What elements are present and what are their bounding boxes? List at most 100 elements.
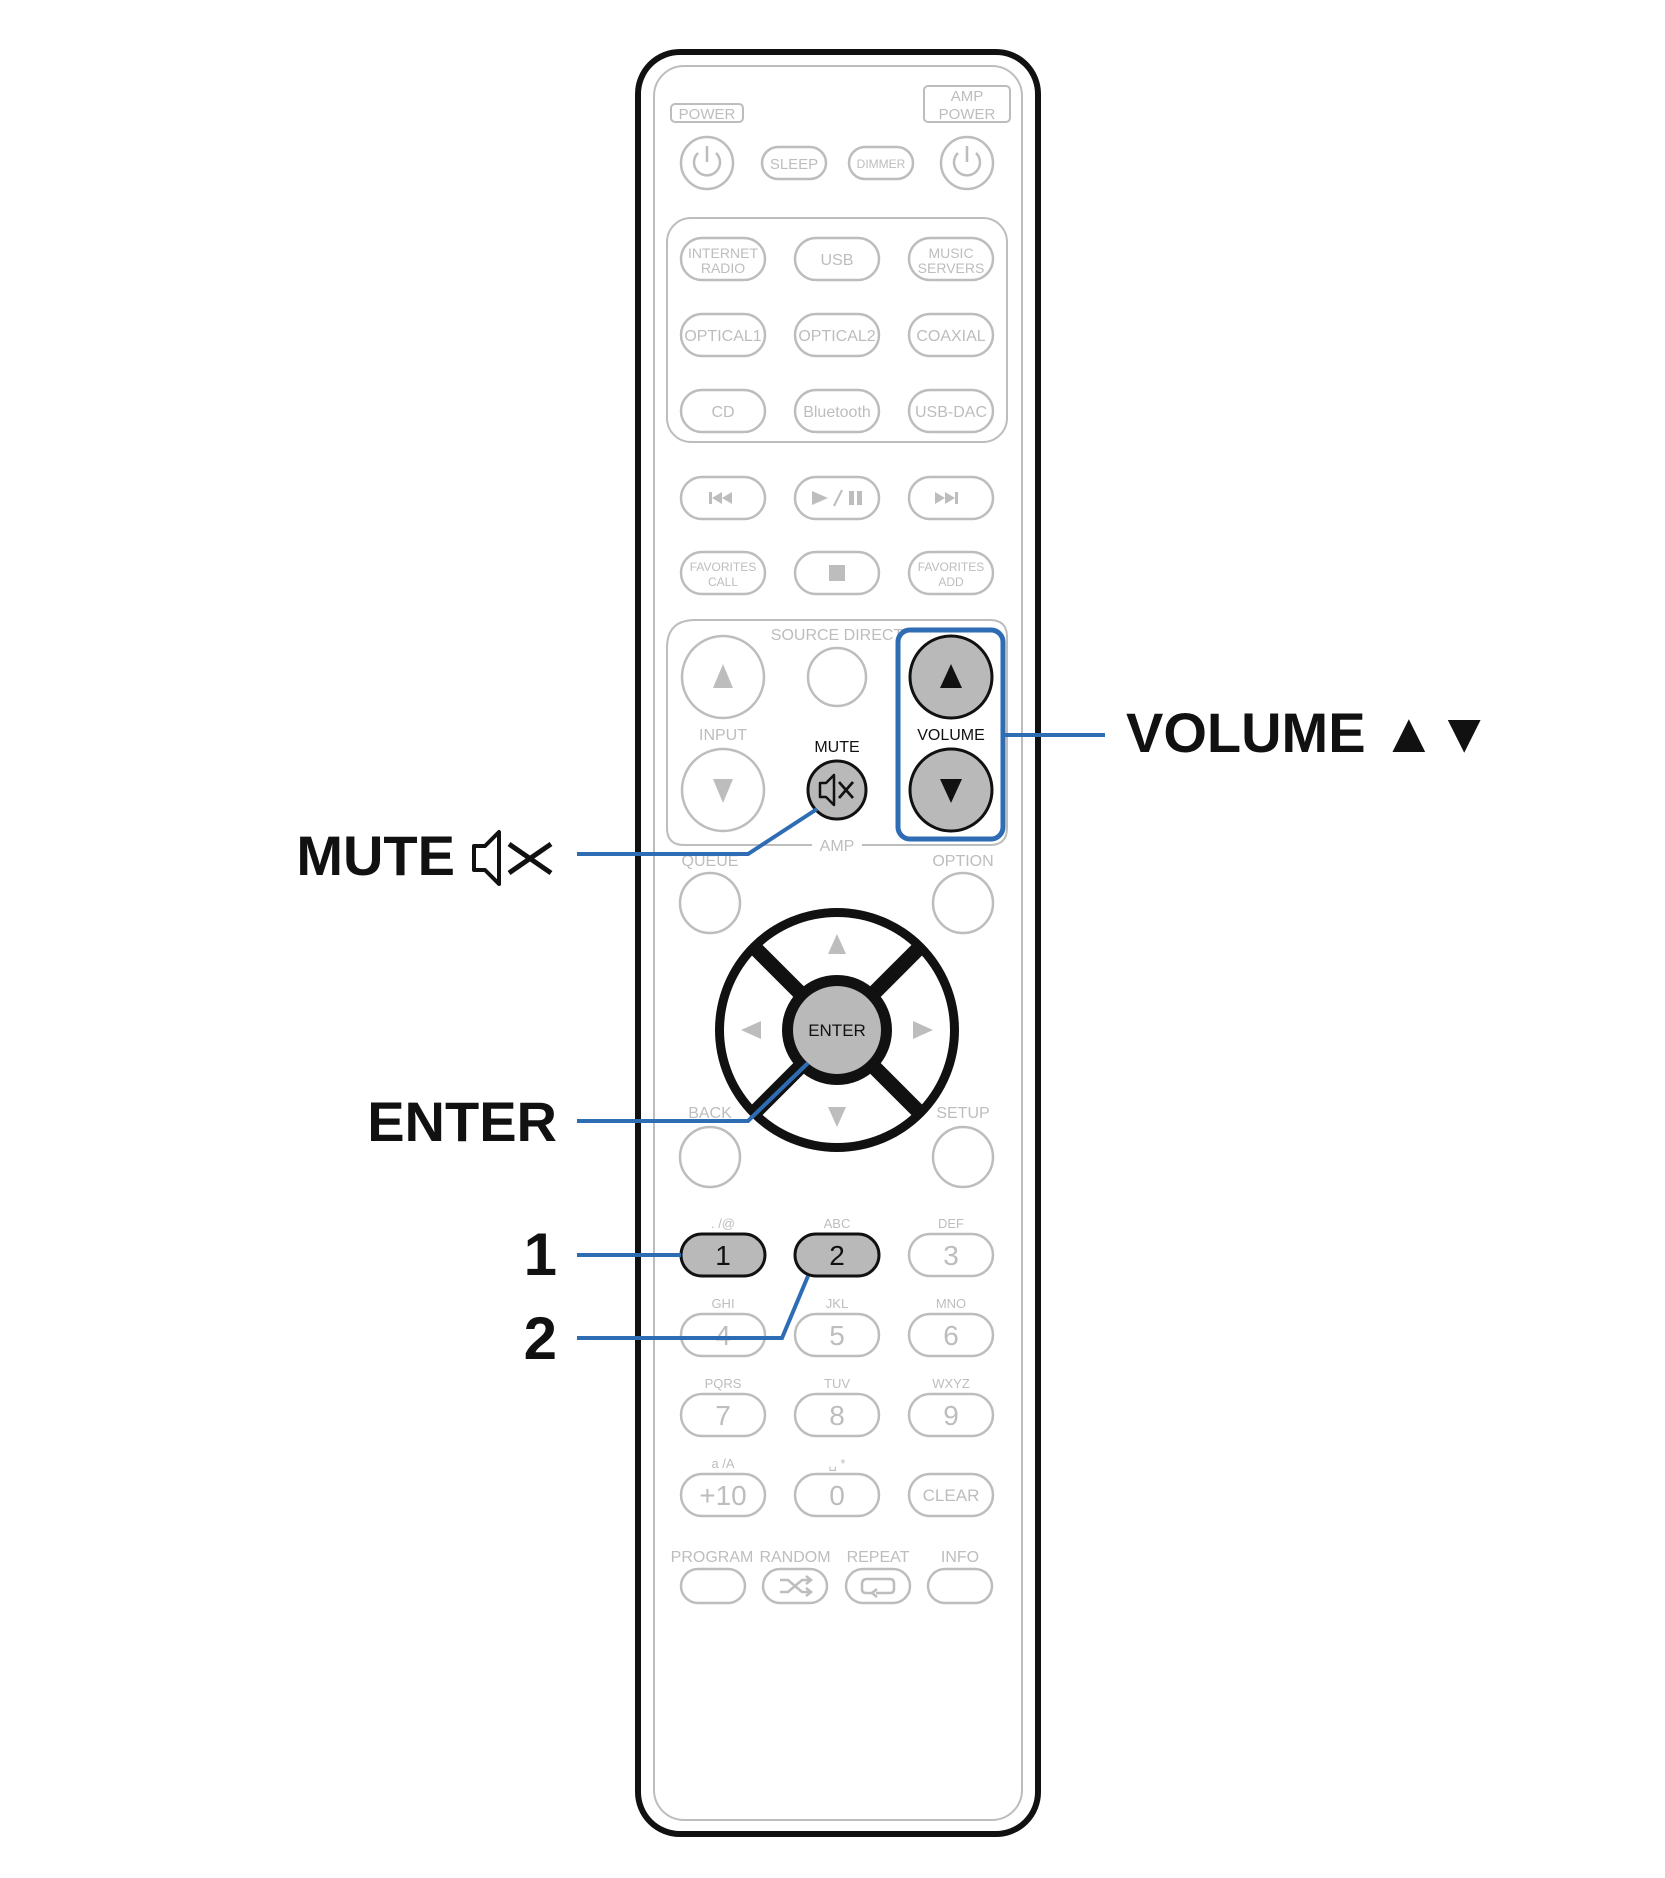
source-button-usb-dac[interactable]: USB-DAC (907, 388, 995, 434)
favorites-add-button[interactable]: FAVORITES ADD (907, 550, 995, 596)
cursor-up-icon[interactable] (828, 934, 846, 954)
key-label: 5 (829, 1320, 845, 1351)
volume-label: VOLUME (917, 727, 985, 744)
source-button-coaxial[interactable]: COAXIAL (907, 312, 995, 358)
play-pause-button[interactable] (793, 475, 881, 521)
power-label: POWER (679, 106, 736, 123)
mute-callout-icon (472, 830, 553, 886)
key-2-button[interactable]: 2 (793, 1232, 881, 1278)
option-button[interactable] (931, 871, 995, 935)
volume-callout: VOLUME ▲▼ (1126, 701, 1492, 764)
dimmer-button[interactable]: DIMMER (847, 145, 915, 181)
amp-power-button[interactable] (939, 135, 995, 191)
cursor-left-icon[interactable] (741, 1021, 761, 1039)
source-button-usb[interactable]: USB (793, 236, 881, 282)
back-label: BACK (688, 1105, 732, 1122)
power-button[interactable] (679, 135, 735, 191)
enter-callout: ENTER (367, 1090, 557, 1153)
enter-label: ENTER (808, 1021, 866, 1040)
source-label: USB (821, 252, 854, 269)
key-5-button[interactable]: 5 (793, 1312, 881, 1358)
setup-button[interactable] (931, 1125, 995, 1189)
key-sub-label: a /A (711, 1456, 734, 1471)
back-button[interactable] (678, 1125, 742, 1189)
favorites-add-line2: ADD (938, 575, 964, 589)
key-label: +10 (699, 1480, 747, 1511)
triangle-down-icon (713, 779, 733, 803)
source-button-cd[interactable]: CD (679, 388, 767, 434)
key-7-button[interactable]: 7 (679, 1392, 767, 1438)
stop-button[interactable] (793, 550, 881, 596)
favorites-call-button[interactable]: FAVORITES CALL (679, 550, 767, 596)
key-clear-button[interactable]: CLEAR (907, 1472, 995, 1518)
cursor-down-icon[interactable] (828, 1107, 846, 1127)
random-button[interactable] (761, 1567, 829, 1605)
amp-power-label-box (923, 85, 1011, 123)
random-label: RANDOM (759, 1549, 830, 1566)
key-sub-label: MNO (936, 1296, 966, 1311)
source-button-optical1[interactable]: OPTICAL1 (679, 312, 767, 358)
mute-leader (577, 807, 819, 856)
key-2-leader (577, 1275, 810, 1340)
key-2-callout: 2 (524, 1305, 557, 1372)
favorites-add-line1: FAVORITES (918, 560, 984, 574)
key-label: 8 (829, 1400, 845, 1431)
key-label: 9 (943, 1400, 959, 1431)
source-button-optical2[interactable]: OPTICAL2 (793, 312, 881, 358)
info-button[interactable] (926, 1567, 994, 1605)
triangle-up-icon (713, 664, 733, 688)
key-0-button[interactable]: 0 (793, 1472, 881, 1518)
key-3-button[interactable]: 3 (907, 1232, 995, 1278)
key-sub-label: JKL (826, 1296, 848, 1311)
key-10-button[interactable]: +10 (679, 1472, 767, 1518)
enter-leader (577, 1061, 810, 1123)
remote-body-inner (653, 65, 1023, 1821)
amp-power-label-line2: POWER (939, 106, 996, 123)
input-up-button[interactable] (680, 634, 766, 720)
key-8-button[interactable]: 8 (793, 1392, 881, 1438)
shuffle-icon (780, 1575, 814, 1597)
cursor-right-icon[interactable] (913, 1021, 933, 1039)
stop-icon (829, 565, 845, 581)
key-4-button[interactable]: 4 (679, 1312, 767, 1358)
sleep-button[interactable]: SLEEP (760, 145, 828, 181)
enter-button[interactable]: ENTER (793, 986, 881, 1074)
source-label: SERVERS (918, 260, 985, 276)
program-button[interactable] (679, 1567, 747, 1605)
power-icon (692, 146, 722, 177)
volume-up-button[interactable] (908, 634, 994, 720)
volume-highlight-frame (895, 627, 1006, 842)
key-label: 7 (715, 1400, 731, 1431)
repeat-button[interactable] (844, 1567, 912, 1605)
input-label: INPUT (699, 727, 747, 744)
source-group-frame (666, 217, 1008, 443)
key-sub-label: DEF (938, 1216, 964, 1231)
mute-button[interactable] (806, 759, 868, 821)
triangle-up-icon (940, 664, 962, 688)
source-label: Bluetooth (803, 404, 871, 421)
source-direct-button[interactable] (806, 646, 868, 708)
next-track-icon (935, 492, 958, 504)
previous-track-button[interactable] (679, 475, 767, 521)
next-track-button[interactable] (907, 475, 995, 521)
key-sub-label: PQRS (705, 1376, 742, 1391)
sleep-label: SLEEP (770, 156, 818, 173)
queue-button[interactable] (678, 871, 742, 935)
key-sub-label: TUV (824, 1376, 850, 1391)
program-label: PROGRAM (671, 1549, 754, 1566)
key-6-button[interactable]: 6 (907, 1312, 995, 1358)
key-9-button[interactable]: 9 (907, 1392, 995, 1438)
source-button-bluetooth[interactable]: Bluetooth (793, 388, 881, 434)
source-label: CD (711, 404, 734, 421)
key-label: 6 (943, 1320, 959, 1351)
play-pause-icon (812, 489, 862, 507)
favorites-call-line1: FAVORITES (690, 560, 756, 574)
input-down-button[interactable] (680, 747, 766, 833)
key-label: 0 (829, 1480, 845, 1511)
callout-lines (577, 733, 1105, 1340)
key-1-button[interactable]: 1 (679, 1232, 767, 1278)
volume-down-button[interactable] (908, 747, 994, 833)
key-label: 4 (715, 1320, 731, 1351)
